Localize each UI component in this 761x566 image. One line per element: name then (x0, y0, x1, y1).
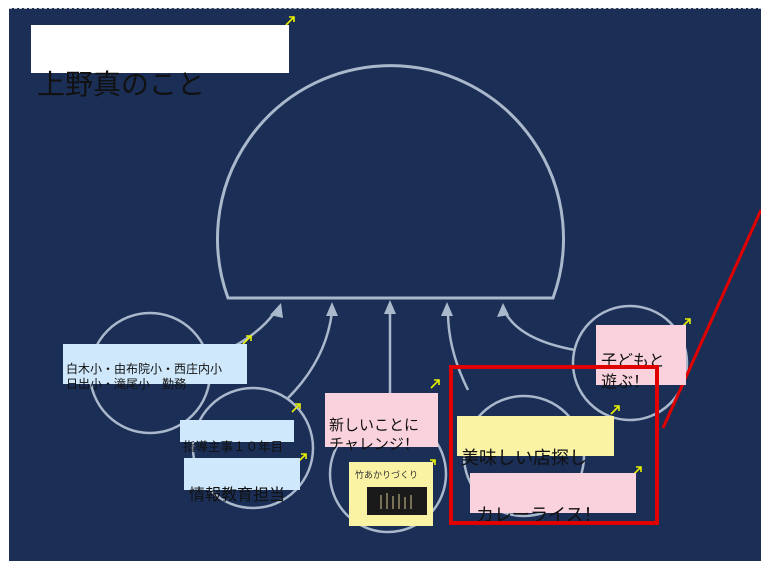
resize-arrows (242, 16, 691, 476)
note-ict-text: 情報教育担当 (189, 484, 286, 504)
pointer-line (661, 209, 761, 429)
note-restaurant[interactable]: 美味しい店探し (457, 416, 614, 469)
note-schools-text: 白木小・由布院小・西庄内小 日出小・滝尾小 勤務 (66, 361, 223, 392)
sticker-handwriting: 竹あかりづくり (355, 471, 419, 481)
note-leader[interactable]: 指導主事１０年目 (180, 420, 294, 454)
note-challenge[interactable]: 新しいことに チャレンジ！ (325, 393, 438, 453)
lantern-lights-icon (380, 493, 412, 509)
circle-play (571, 304, 689, 422)
highlight-box (449, 365, 659, 525)
note-schools[interactable]: 白木小・由布院小・西庄内小 日出小・滝尾小 勤務 (63, 344, 247, 391)
note-ict[interactable]: 情報教育担当 (184, 458, 300, 504)
note-leader-text: 指導主事１０年目 (183, 439, 284, 455)
dome-shape (216, 64, 565, 300)
note-restaurant-text: 美味しい店探し (461, 448, 587, 470)
bamboo-lantern-photo-icon (367, 487, 427, 515)
page-title: 上野真のこと (37, 68, 206, 102)
circle-restaurant (462, 394, 586, 518)
note-challenge-text: 新しいことに チャレンジ！ (329, 415, 420, 454)
circle-leader (191, 386, 315, 510)
arrow-heads (270, 300, 509, 318)
title-note[interactable]: 上野真のこと (31, 25, 289, 101)
